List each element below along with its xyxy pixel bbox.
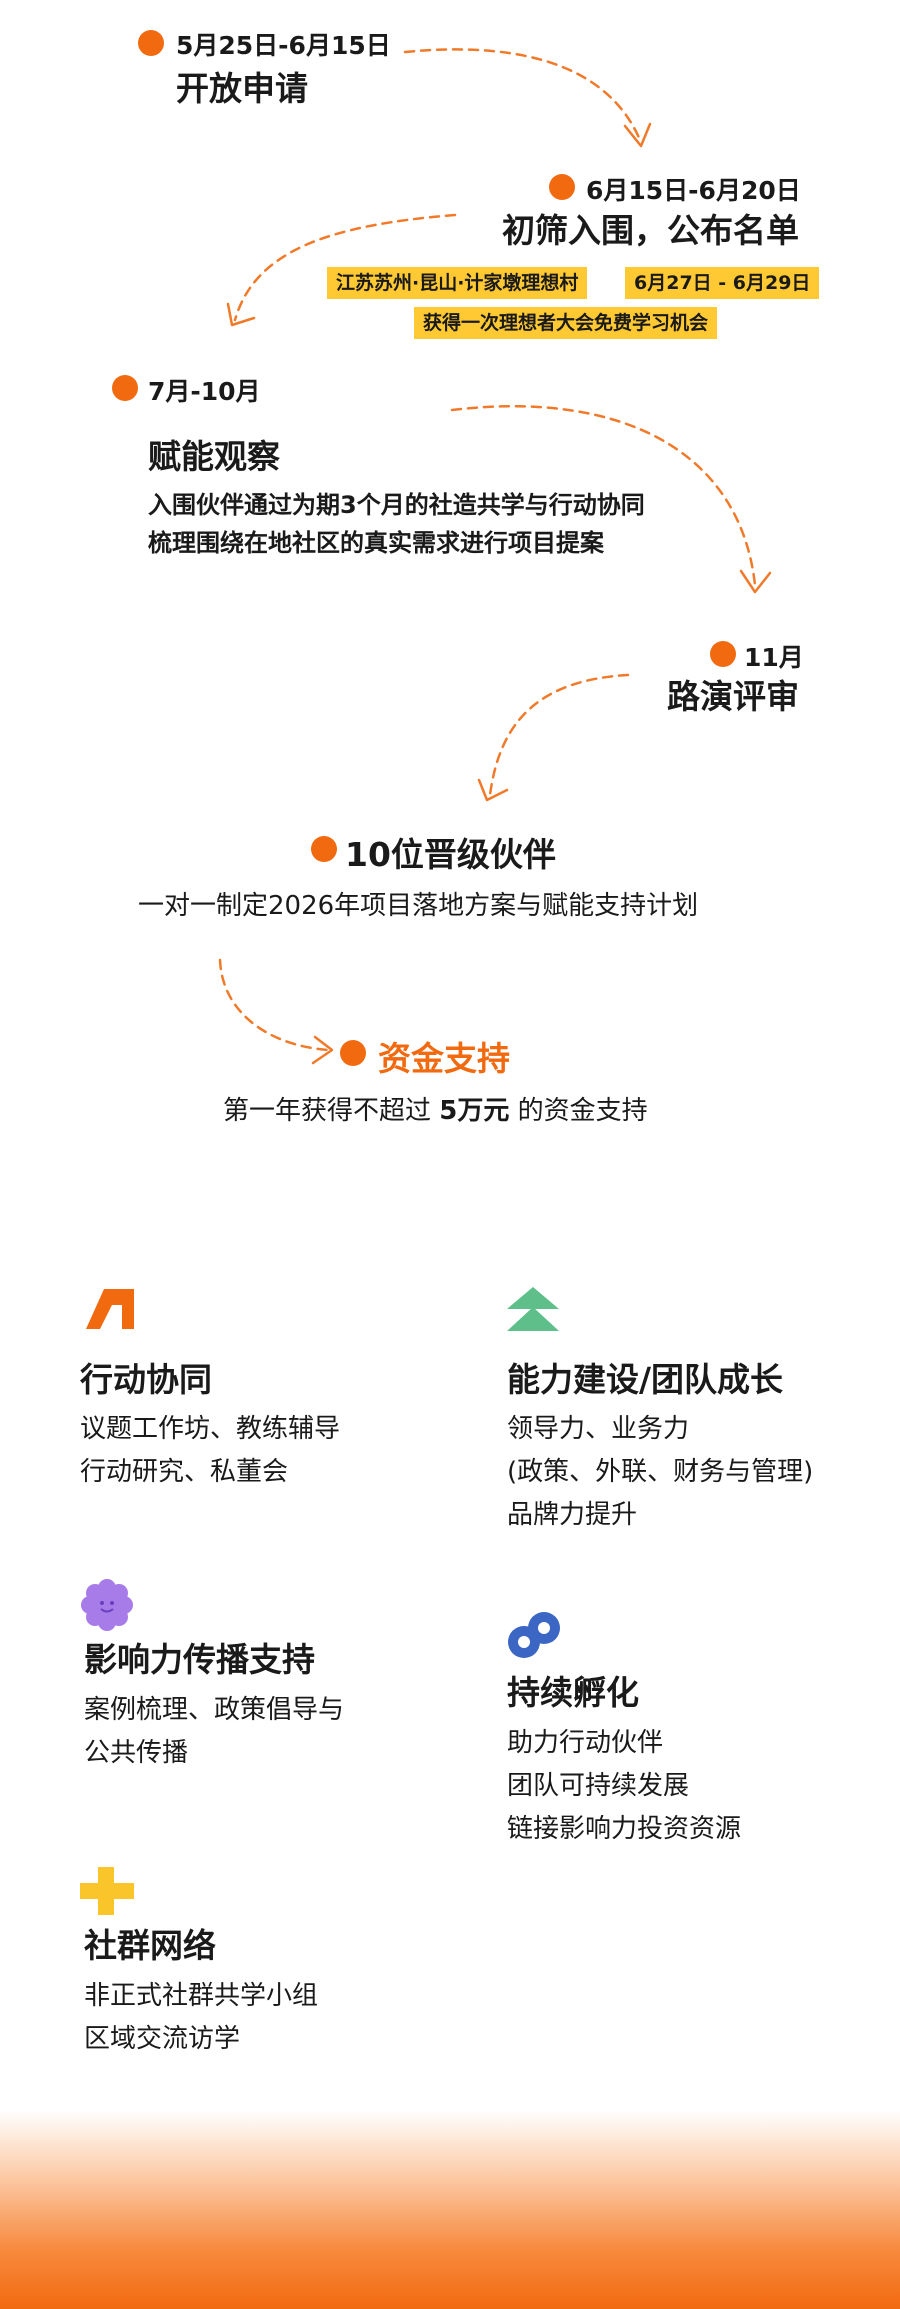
- step5-desc: 一对一制定2026年项目落地方案与赋能支持计划: [138, 891, 699, 921]
- feature-action-line2: 行动研究、私董会: [80, 1457, 289, 1487]
- arrow-2: [233, 213, 457, 322]
- feature-community-title: 社群网络: [84, 1926, 216, 1965]
- step3-desc-line1: 入围伙伴通过为期3个月的社造共学与行动协同: [148, 491, 645, 519]
- timeline-dot-2: [549, 174, 575, 200]
- step1-title: 开放申请: [176, 69, 308, 108]
- plus-icon: [80, 1867, 134, 1915]
- step6-desc-suffix: 的资金支持: [509, 1096, 648, 1126]
- arrow-3: [450, 405, 757, 587]
- step2-title: 初筛入围，公布名单: [502, 211, 799, 250]
- feature-action-title: 行动协同: [80, 1360, 212, 1399]
- link-icon: [508, 1612, 560, 1658]
- tag-dates: 6月27日 - 6月29日: [625, 267, 820, 299]
- feature-action-line1: 议题工作坊、教练辅导: [80, 1414, 341, 1444]
- arrow-4: [488, 673, 630, 797]
- feature-capacity-line3: 品牌力提升: [507, 1500, 638, 1530]
- feature-incubation-line2: 团队可持续发展: [507, 1771, 690, 1801]
- step6-title: 资金支持: [378, 1039, 510, 1078]
- step3-desc-line2: 梳理围绕在地社区的真实需求进行项目提案: [148, 529, 604, 557]
- step6-desc-amount: 5万元: [439, 1096, 510, 1126]
- flower-icon: [81, 1579, 133, 1631]
- feature-incubation-title: 持续孵化: [507, 1673, 639, 1712]
- step6-desc: 第一年获得不超过 5万元 的资金支持: [223, 1090, 648, 1127]
- step6-desc-prefix: 第一年获得不超过: [223, 1096, 440, 1126]
- step2-date: 6月15日-6月20日: [586, 176, 801, 205]
- feature-incubation-line1: 助力行动伙伴: [507, 1728, 664, 1758]
- feature-capacity-line1: 领导力、业务力: [507, 1414, 690, 1444]
- step3-title: 赋能观察: [148, 437, 280, 476]
- timeline-dot-6: [340, 1040, 366, 1066]
- step5-title: 10位晋级伙伴: [345, 835, 556, 874]
- double-chevron-up-icon: [507, 1287, 559, 1331]
- feature-capacity-title: 能力建设/团队成长: [507, 1360, 784, 1399]
- action-logo-icon: [86, 1289, 134, 1329]
- step4-title: 路演评审: [667, 677, 799, 716]
- arrow-1: [403, 48, 642, 142]
- timeline-dot-3: [112, 375, 138, 401]
- bottom-gradient: [0, 2110, 900, 2309]
- step4-date: 11月: [744, 643, 804, 672]
- feature-influence-title: 影响力传播支持: [84, 1640, 315, 1679]
- timeline-dot-4: [710, 641, 736, 667]
- timeline-dot-1: [138, 30, 164, 56]
- feature-capacity-line2: (政策、外联、财务与管理): [507, 1457, 814, 1487]
- feature-influence-line2: 公共传播: [84, 1738, 189, 1768]
- step3-date: 7月-10月: [148, 377, 261, 406]
- step1-date: 5月25日-6月15日: [176, 31, 391, 60]
- feature-community-line2: 区域交流访学: [84, 2024, 241, 2054]
- timeline-dot-5: [311, 836, 337, 862]
- tag-opportunity: 获得一次理想者大会免费学习机会: [414, 307, 718, 339]
- timeline-connectors: [218, 48, 772, 1065]
- feature-influence-line1: 案例梳理、政策倡导与: [84, 1695, 345, 1725]
- feature-community-line1: 非正式社群共学小组: [84, 1981, 319, 2011]
- arrow-5: [218, 958, 330, 1052]
- tag-location: 江苏苏州·昆山·计家墩理想村: [327, 267, 588, 299]
- feature-incubation-line3: 链接影响力投资资源: [507, 1814, 742, 1844]
